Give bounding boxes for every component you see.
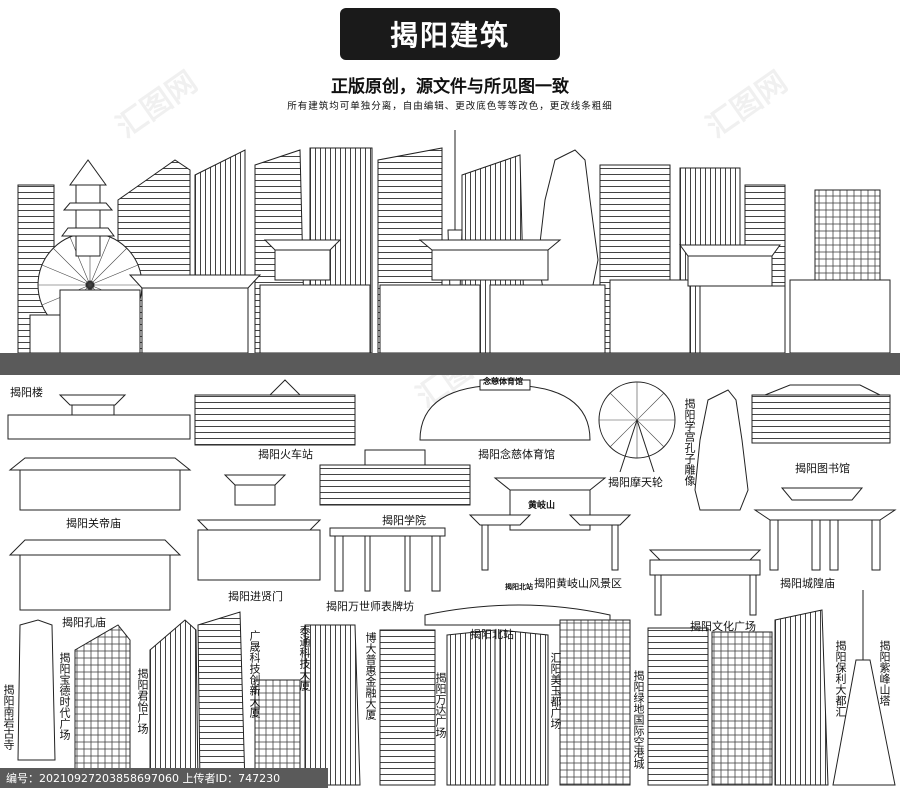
label-ferris: 揭阳摩天轮: [608, 476, 663, 489]
label-jieyang-lou: 揭阳楼: [10, 386, 43, 399]
title-badge: 揭阳建筑: [340, 8, 560, 60]
label-baoli: 揭阳保利大都汇: [834, 640, 847, 717]
label-zifeng: 揭阳紫峰山塔: [878, 640, 891, 706]
page-title: 揭阳建筑: [389, 19, 510, 52]
label-taitong: 泰通科技大厦: [298, 625, 311, 691]
label-gym: 揭阳念慈体育馆: [478, 448, 555, 461]
label-baode: 揭阳宝德时代广场: [58, 652, 71, 740]
label-huangqi: 揭阳黄岐山风景区: [534, 577, 622, 590]
label-paifang: 揭阳万世师表牌坊: [326, 600, 414, 613]
label-junyi: 揭阳君怡广场: [136, 668, 149, 734]
label-chuangxin: 广晟科技创新大厦: [248, 630, 261, 718]
label-lvdi: 揭阳绿地国际空港城: [632, 670, 645, 769]
label-college: 揭阳学院: [382, 514, 426, 527]
label-city-god: 揭阳城隍庙: [780, 577, 835, 590]
label-train-station: 揭阳火车站: [258, 448, 313, 461]
label-culture-square: 揭阳文化广场: [690, 620, 756, 633]
label-north-station: 揭阳北站: [470, 628, 514, 641]
label-nanyan: 揭阳南岩古寺: [2, 684, 15, 750]
label-confucius-temple: 揭阳孔庙: [62, 616, 106, 629]
north-station-sign: 揭阳北站: [505, 583, 533, 591]
label-meiyu: 汇阳美玉都广场: [549, 652, 562, 729]
ground-band: [0, 353, 900, 375]
label-jinxian: 揭阳进贤门: [228, 590, 283, 603]
label-confucius-statue: 揭阳学宫孔子雕像: [683, 398, 696, 486]
label-guandi: 揭阳关帝庙: [66, 517, 121, 530]
huangqi-sign: 黄岐山: [528, 501, 556, 511]
footer-bar: 编号：20210927203858697060 上传者ID：747230: [0, 768, 328, 788]
note: 所有建筑均可单独分离，自由编辑、更改底色等等改色，更改线条粗细: [287, 101, 613, 112]
label-library: 揭阳图书馆: [795, 462, 850, 475]
label-wanda: 揭阳万达广场: [434, 672, 447, 738]
gym-sign: 念慈体育馆: [483, 377, 523, 386]
footer-text: 编号：20210927203858697060 上传者ID：747230: [6, 772, 281, 785]
subtitle: 正版原创，源文件与所见图一致: [331, 77, 569, 97]
label-puhui: 博大普惠金融大厦: [364, 632, 377, 720]
